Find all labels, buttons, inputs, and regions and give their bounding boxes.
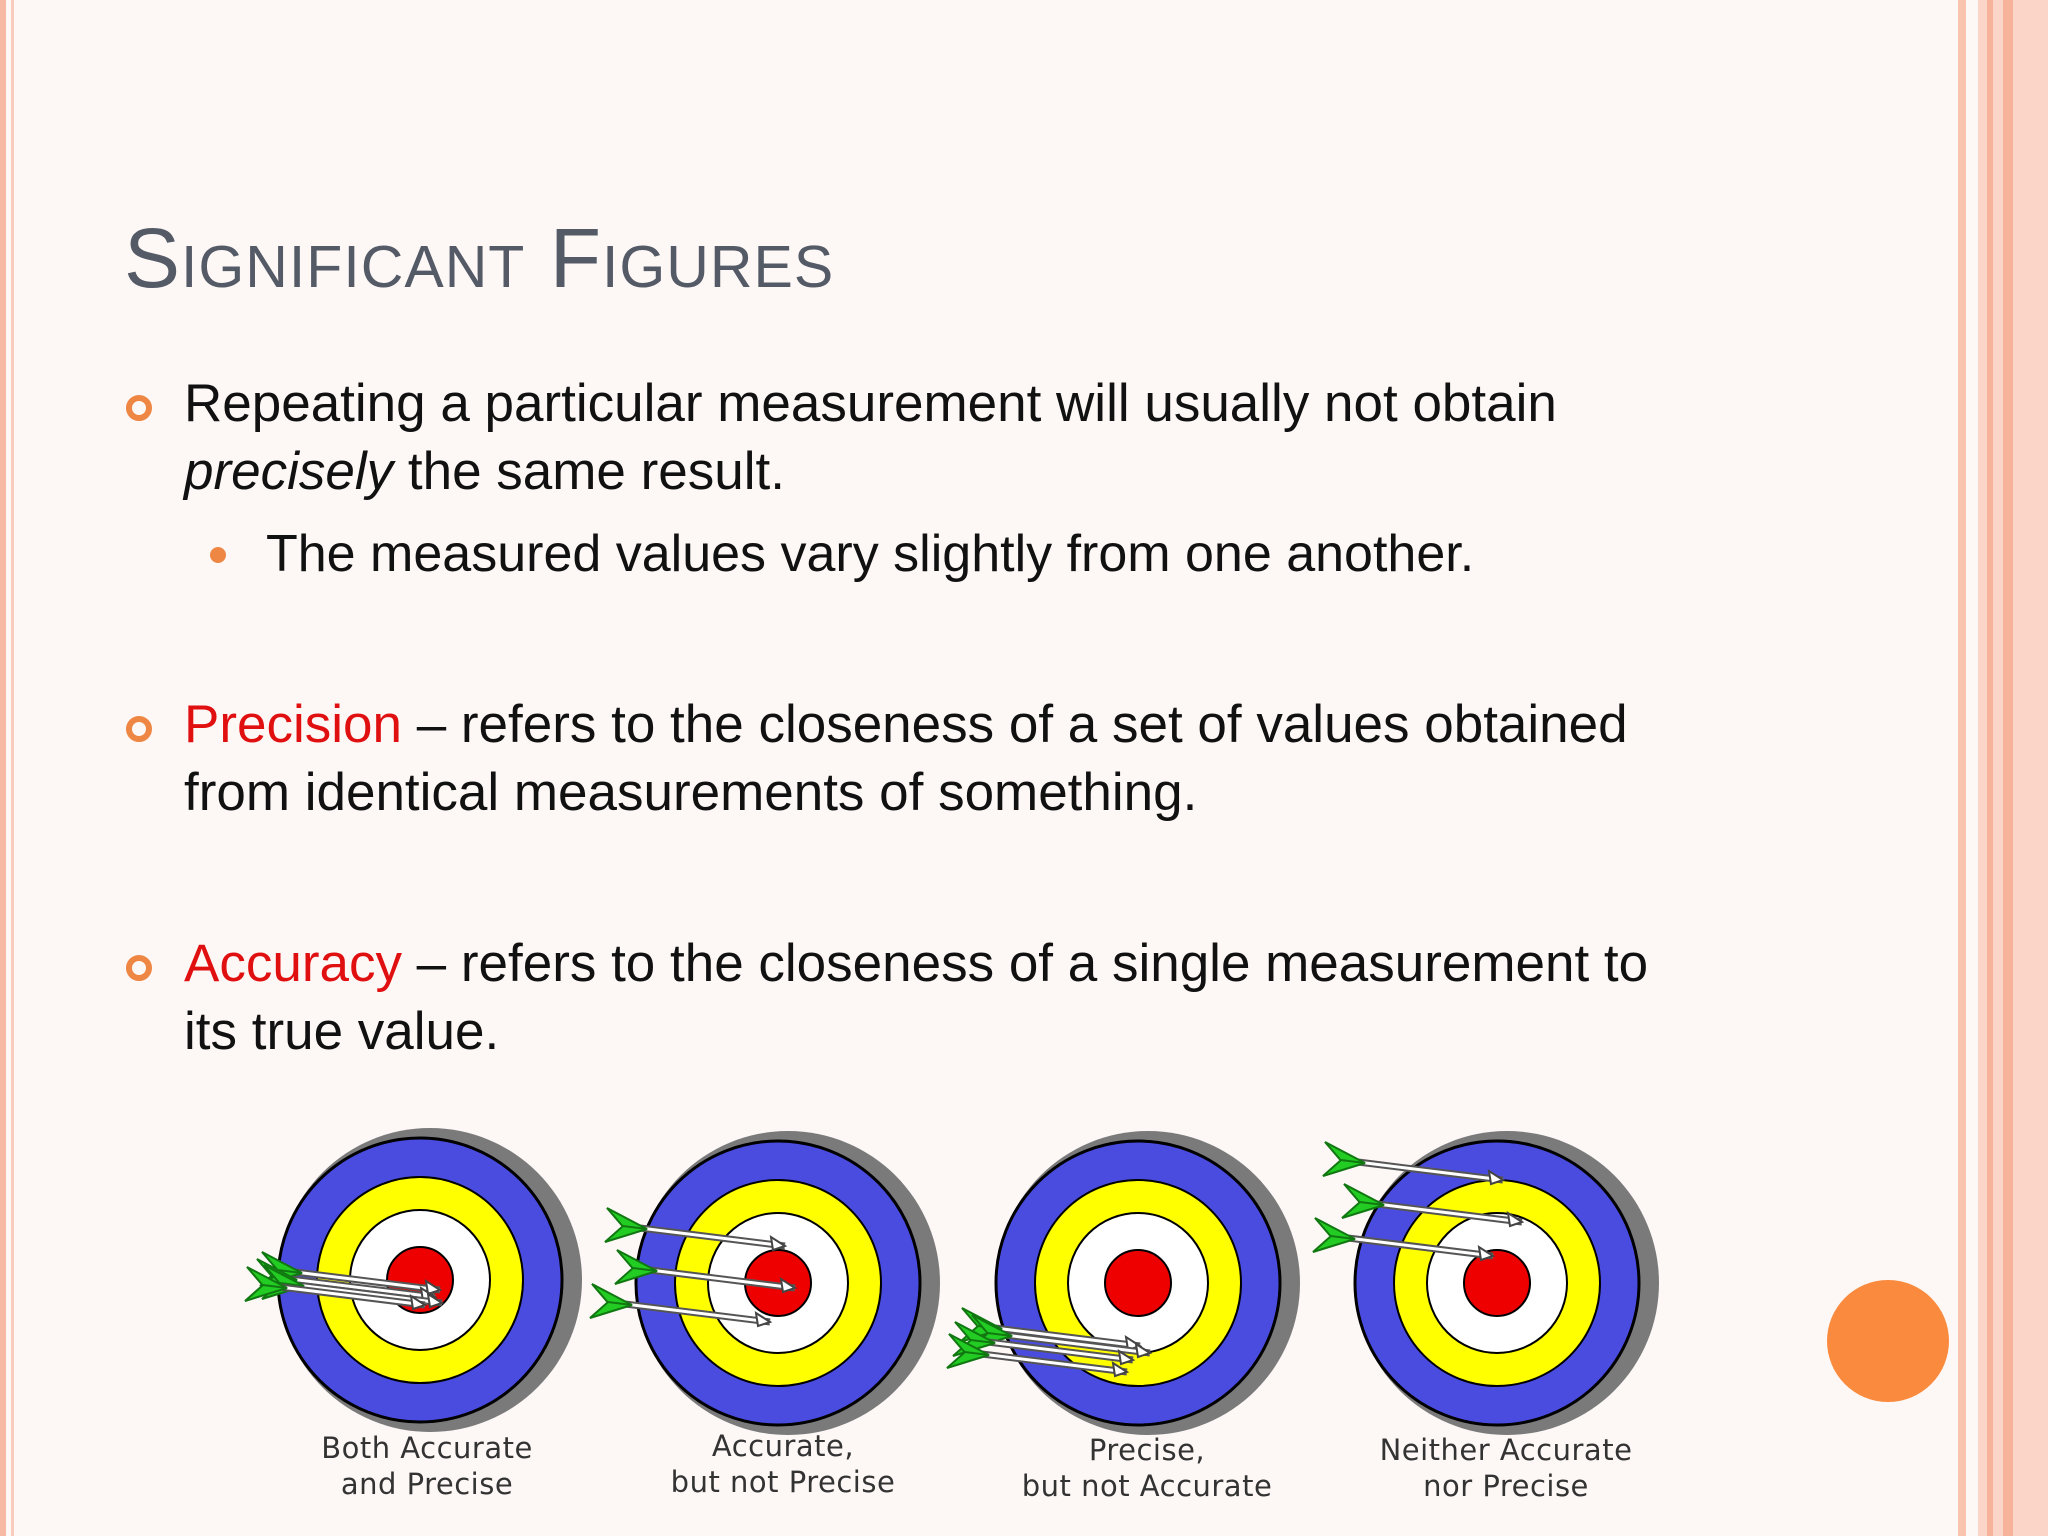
caption-line: but not Accurate [1021,1469,1273,1503]
bullet-1-line-1: Repeating a particular measurement will … [184,370,1557,438]
bullet-2-line-2: from identical measurements of something… [184,763,1198,822]
decorative-orange-circle [1827,1280,1949,1402]
bullet-3-line-1: Accuracy – refers to the closeness of a … [184,930,1648,998]
target-caption-3: Precise, but not Accurate [1017,1432,1277,1504]
target-caption-2: Accurate, but not Precise [653,1428,913,1500]
caption-line: and Precise [340,1467,514,1501]
caption-line: nor Precise [1423,1469,1589,1503]
accuracy-term: Accuracy [184,934,402,993]
slide-border-left-inner [11,0,14,1536]
sub-bullet-text: The measured values vary slightly from o… [266,525,1475,583]
slide-title: Significant Figures [124,211,835,305]
target-caption-4: Neither Accurate nor Precise [1376,1432,1636,1504]
target-caption-1: Both Accurate and Precise [297,1430,557,1502]
bullet-marker-3 [126,955,152,981]
sub-bullet-marker [210,547,226,563]
bullet-marker-1 [126,395,152,421]
bullet-marker-2 [126,716,152,742]
precision-term: Precision [184,695,402,754]
target-both-accurate-precise [245,1126,584,1434]
caption-line: Both Accurate [321,1431,533,1465]
bullet-1-line-2: precisely the same result. [184,438,785,506]
bullet-3-text: – refers to the closeness of a single me… [401,934,1649,993]
slide-border-left [0,0,6,1536]
slide-border-right-stripe [1987,0,1993,1536]
caption-line: Neither Accurate [1379,1433,1633,1467]
bullet-3-line-2: its true value. [184,1002,500,1061]
bullet-1-text: Repeating a particular measurement will … [184,374,1557,433]
caption-line: but not Precise [670,1465,896,1499]
caption-line: Accurate, [711,1429,855,1463]
bullet-2-text: – refers to the closeness of a set of va… [401,695,1628,754]
bullet-1-emphasis: precisely [184,442,394,501]
bullet-2-line-1: Precision – refers to the closeness of a… [184,691,1628,759]
bullet-1-text-rest: the same result. [393,442,785,501]
target-neither-accurate-nor-precise [1313,1129,1661,1437]
slide-border-right-stripe-2 [2003,0,2013,1536]
caption-line: Precise, [1088,1433,1206,1467]
target-accurate-not-precise [590,1129,942,1437]
slide-border-right-line [1958,0,1966,1536]
target-precise-not-accurate [947,1129,1302,1437]
